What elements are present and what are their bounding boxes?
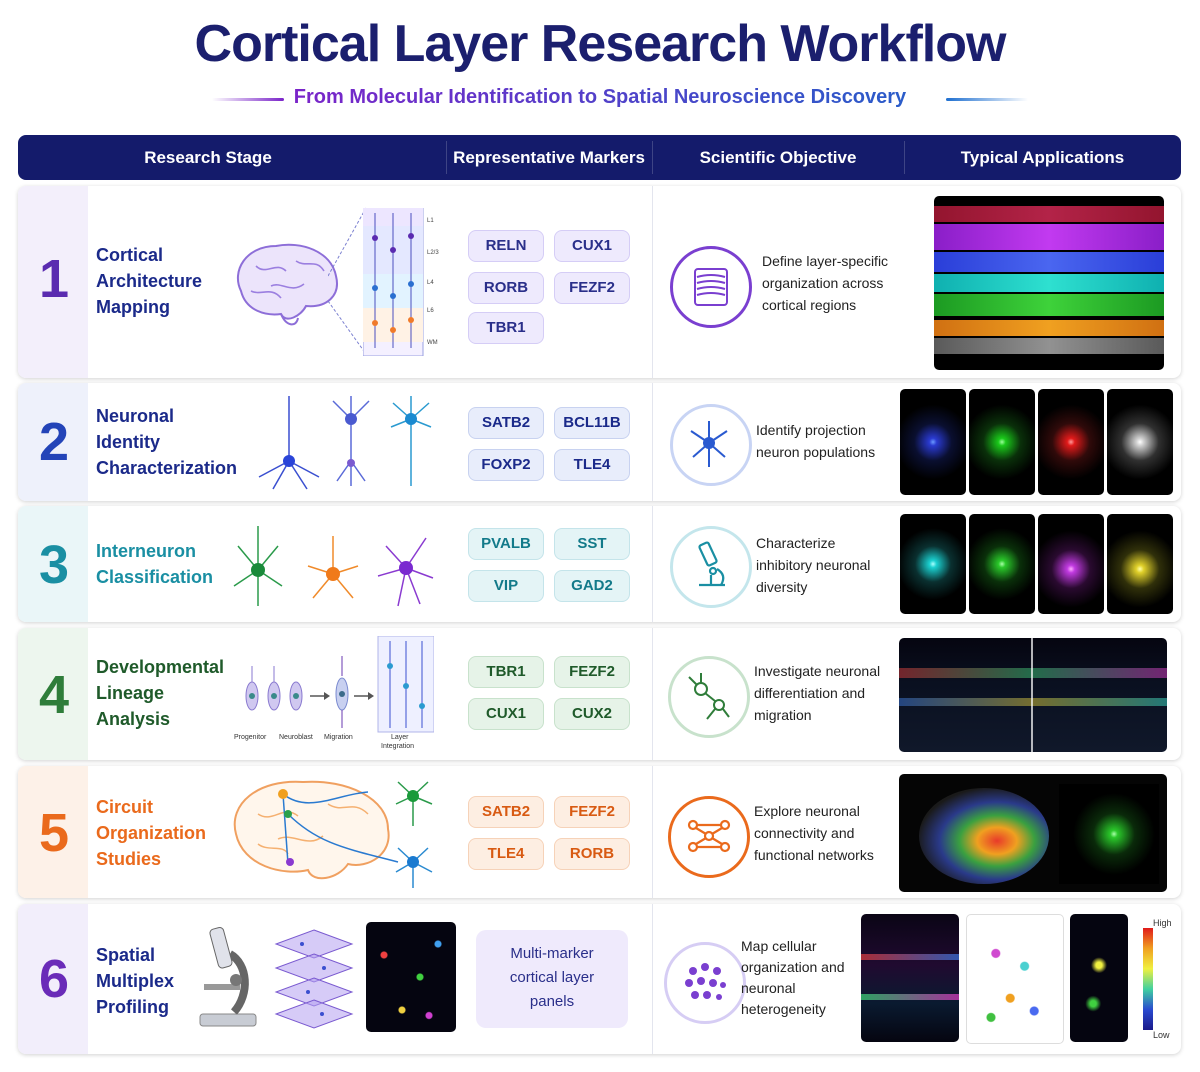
marker-chip: VIP [468, 570, 544, 602]
markers-panel: Multi-marker cortical layer panels [476, 930, 628, 1028]
stage-number-3: 3 [38, 535, 70, 595]
stage-title-2: Neuronal Identity Characterization [96, 406, 238, 478]
page-subtitle: From Molecular Identification to Spatial… [293, 86, 907, 108]
marker-chip: BCL11B [554, 407, 630, 439]
marker-chip: SATB2 [468, 796, 544, 828]
spatial-tissue-image [861, 914, 959, 1042]
heatmap-tissue-image [1070, 914, 1128, 1042]
lineage-illustration [245, 636, 434, 733]
interneuron-image-cyan [900, 514, 966, 614]
stage-number-4: 4 [38, 665, 70, 725]
stage-title-6: Spatial Multiplex Profiling [96, 945, 175, 1017]
lineage-label-progenitor: Progenitor [234, 734, 267, 741]
cluster-map-image [966, 914, 1064, 1044]
objective-text-1: Define layer-specific organization acros… [762, 253, 889, 313]
table-row-6: 6 Spatial Multiplex Profiling Multi-mark… [18, 904, 1181, 1054]
brain-connectivity-image [899, 774, 1167, 892]
layer-label-l1: L1 [427, 218, 434, 224]
microscope-icon [670, 526, 752, 608]
objective-text-4: Investigate neuronal differentiation and… [754, 663, 881, 723]
neuron-image-red [1038, 389, 1104, 495]
marker-chip: CUX1 [468, 698, 544, 730]
marker-chip: FEZF2 [554, 656, 630, 688]
table-row-3: 3 Interneuron Classification PVALB SST V… [18, 506, 1181, 622]
projection-neurons-illustration [258, 396, 432, 490]
brain-illustration [236, 243, 338, 326]
marker-chip: TBR1 [468, 312, 544, 344]
marker-chip: FOXP2 [468, 449, 544, 481]
marker-chip: PVALB [468, 528, 544, 560]
objective-text-5: Explore neuronal connectivity and functi… [754, 803, 874, 863]
network-icon [668, 796, 750, 878]
page-title: Cortical Layer Research Workflow [194, 15, 1007, 73]
table-header: Research Stage Representative Markers Sc… [18, 135, 1181, 180]
neuron-image-green [969, 389, 1035, 495]
interneuron-image-purple [1038, 514, 1104, 614]
objective-text-2: Identify projection neuron populations [756, 422, 876, 460]
interneurons-illustration [233, 526, 434, 607]
layer-label-l4: L4 [427, 280, 434, 286]
objective-text-6: Map cellular organization and neuronal h… [741, 938, 845, 1017]
lineage-label-neuroblast: Neuroblast [279, 734, 313, 741]
lineage-label-layer: Layer [391, 734, 409, 741]
marker-chip: SATB2 [468, 407, 544, 439]
neuron-icon [670, 404, 752, 486]
layer-label-l6: L6 [427, 308, 434, 314]
objective-text-3: Characterize inhibitory neuronal diversi… [756, 535, 871, 595]
marker-chip: RORB [554, 838, 630, 870]
column-header-markers: Representative Markers [453, 148, 645, 167]
marker-chip: GAD2 [554, 570, 630, 602]
cell-cluster-icon [664, 942, 746, 1024]
tissue-stack-illustration [274, 929, 354, 1029]
table-row-2: 2 Neuronal Identity Characterization SAT… [18, 383, 1181, 501]
color-scale-low: Low [1153, 1030, 1170, 1040]
color-scale-bar [1143, 928, 1153, 1030]
interneuron-image-yellow [1107, 514, 1173, 614]
lineage-label-integration: Integration [381, 743, 415, 750]
layer-label-wm: WM [427, 340, 438, 346]
color-scale-high: High [1153, 918, 1172, 928]
cortical-layer-column [363, 208, 424, 356]
marker-chip: FEZF2 [554, 796, 630, 828]
marker-chip: TBR1 [468, 656, 544, 688]
interneuron-image-green [969, 514, 1035, 614]
table-row-4: 4 Developmental Lineage Analysis Progeni… [18, 628, 1181, 760]
lineage-icon [668, 656, 750, 738]
stage-title-1: Cortical Architecture Mapping [96, 245, 203, 317]
stage-title-3: Interneuron Classification [96, 541, 214, 587]
stage-title-4: Developmental Lineage Analysis [96, 657, 225, 729]
column-header-applications: Typical Applications [960, 148, 1125, 167]
microscope-illustration [199, 927, 257, 1027]
marker-chip: RELN [468, 230, 544, 262]
layers-icon [670, 246, 752, 328]
marker-chip: FEZF2 [554, 272, 630, 304]
stage-number-2: 2 [38, 412, 70, 472]
marker-chip: TLE4 [554, 449, 630, 481]
table-row-5: 5 Circuit Organization Studies SATB2 FEZ… [18, 766, 1181, 898]
layer-zoom-lines [328, 207, 367, 355]
marker-chip: TLE4 [468, 838, 544, 870]
stage-number-5: 5 [38, 803, 70, 863]
marker-chip: CUX2 [554, 698, 630, 730]
migration-tissue-image [899, 638, 1167, 752]
lineage-label-migration: Migration [324, 734, 353, 741]
neuron-image-blue [900, 389, 966, 495]
layered-tissue-image [934, 196, 1164, 370]
marker-chip: RORB [468, 272, 544, 304]
marker-chip: SST [554, 528, 630, 560]
neuron-image-white [1107, 389, 1173, 495]
subtitle-line-left [212, 98, 284, 101]
layer-label-l23: L2/3 [427, 250, 439, 256]
column-header-stage: Research Stage [144, 148, 272, 167]
stage-number-6: 6 [38, 949, 70, 1009]
stage-number-1: 1 [38, 249, 70, 309]
marker-chip: CUX1 [554, 230, 630, 262]
table-row-1: 1 Cortical Architecture Mapping L1 L2/3 … [18, 186, 1181, 378]
column-header-objective: Scientific Objective [699, 148, 857, 167]
circuit-brain-illustration [233, 780, 433, 888]
multiplex-cells-image [366, 922, 456, 1032]
subtitle-line-right [946, 98, 1028, 101]
stage-title-5: Circuit Organization Studies [96, 797, 207, 869]
